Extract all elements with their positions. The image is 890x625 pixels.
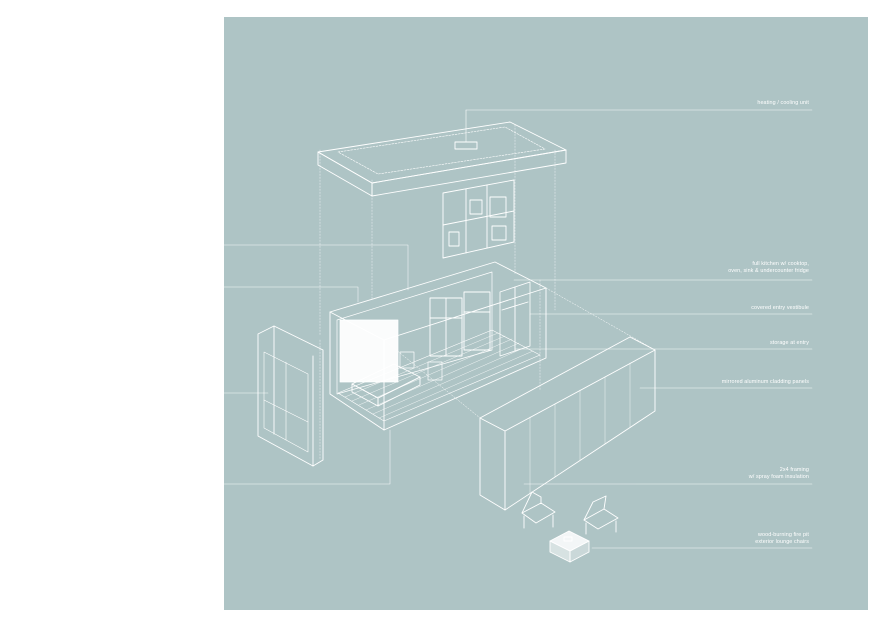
label-firepit-line2: exterior lounge chairs	[755, 539, 809, 545]
roof-module	[317, 109, 567, 197]
side-wall-panel	[257, 325, 324, 467]
label-vestibule: covered entry vestibule	[751, 305, 809, 311]
label-cladding: mirrored aluminum cladding panels	[721, 379, 809, 385]
floor-module	[329, 261, 547, 431]
label-framing-line1: 2x4 framing	[779, 467, 809, 473]
right-leader-lines	[465, 109, 813, 549]
label-storage: storage at entry	[769, 340, 809, 346]
label-framing-line2: w/ spray foam insulation	[748, 474, 809, 480]
label-kitchen-line2: oven, sink & undercounter fridge	[728, 268, 809, 274]
label-kitchen-line1: full kitchen w/ cooktop,	[752, 261, 809, 267]
lounge-chair-right-icon	[583, 495, 619, 535]
lounge-chair-left-icon	[521, 491, 556, 529]
window-panel	[339, 319, 399, 383]
projection-lines	[319, 124, 556, 461]
fire-pit-icon	[549, 530, 590, 563]
cladding-shell	[383, 287, 656, 511]
label-framing: 2x4 framing w/ spray foam insulation	[749, 467, 809, 481]
label-firepit: wood-burning fire pit exterior lounge ch…	[755, 532, 809, 546]
left-leader-lines	[223, 244, 409, 485]
hvac-unit-icon	[454, 141, 478, 150]
kitchen-cabinets	[442, 179, 515, 259]
label-kitchen: full kitchen w/ cooktop, oven, sink & un…	[728, 261, 809, 275]
label-heating-cooling: heating / cooling unit	[757, 100, 809, 106]
label-firepit-line1: wood-burning fire pit	[758, 532, 809, 538]
